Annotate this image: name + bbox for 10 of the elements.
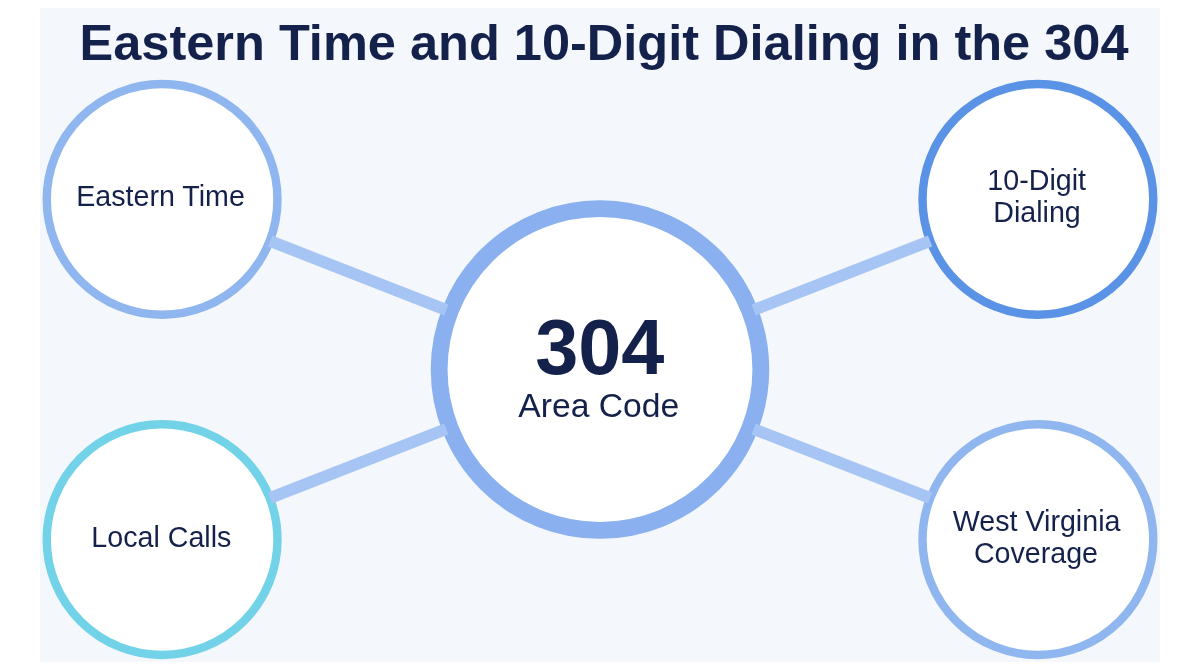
node-circle: Local Calls [42,420,282,660]
connector [267,423,449,504]
connector [751,423,933,504]
connector [267,235,449,316]
diagram-title: Eastern Time and 10-Digit Dialing in the 304 [79,14,1129,72]
node-circle: 304 Area Code [430,200,770,539]
node-circle: Eastern Time [42,79,282,319]
node-circle: 10-Digit Dialing [918,79,1158,319]
node-circle: West Virginia Coverage [918,420,1158,660]
connector [751,235,933,316]
